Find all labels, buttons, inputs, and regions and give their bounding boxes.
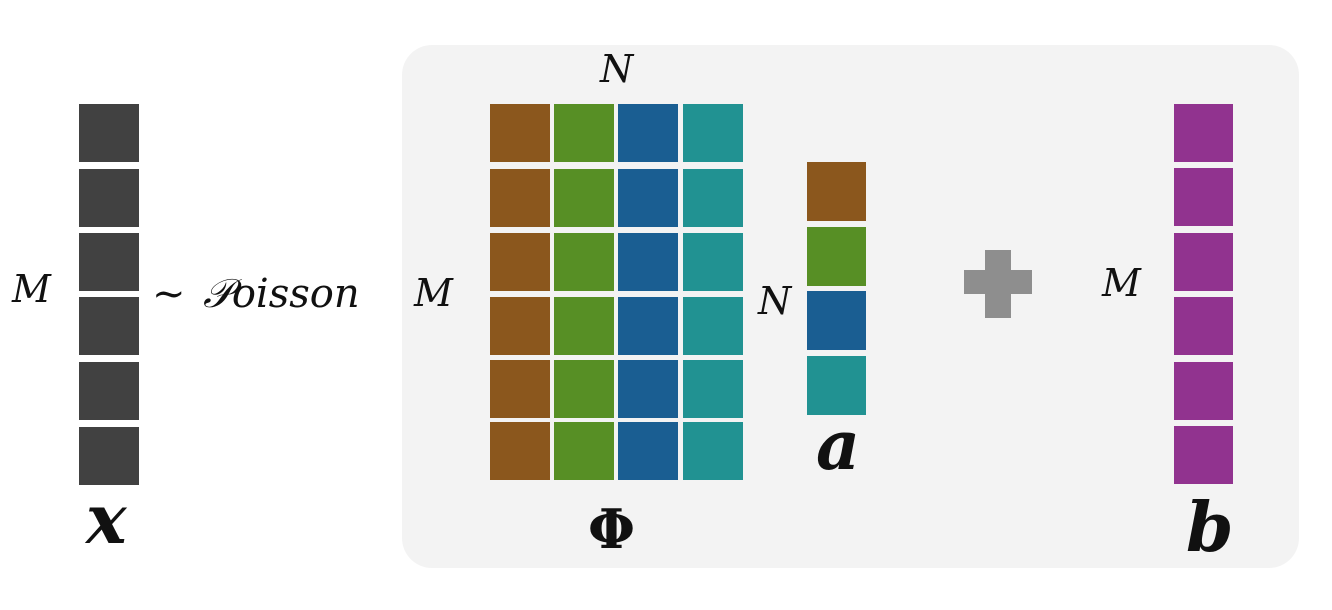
b-vector-cell — [1174, 104, 1233, 162]
x-vector-cell — [79, 427, 139, 485]
a-vector-cell — [807, 227, 866, 286]
phi-matrix-cell — [554, 297, 614, 355]
b-vector-cell — [1174, 297, 1233, 355]
x-vector-cell — [79, 297, 139, 355]
phi-matrix-cell — [490, 360, 550, 418]
phi-matrix-cell — [490, 233, 550, 291]
a-dim-label: N — [758, 279, 792, 323]
x-vector-cell — [79, 362, 139, 420]
phi-matrix-cell — [618, 422, 678, 480]
x-vector-cell — [79, 169, 139, 227]
phi-matrix-cell — [554, 422, 614, 480]
poisson-label: 𝒫oisson — [203, 271, 360, 317]
b-vector-cell — [1174, 168, 1233, 226]
phi-matrix-cell — [618, 169, 678, 227]
phi-matrix-cell — [490, 104, 550, 162]
phi-matrix-cell — [618, 297, 678, 355]
a-vector-cell — [807, 356, 866, 415]
phi-matrix-cell — [618, 233, 678, 291]
phi-matrix-cell — [683, 104, 743, 162]
phi-matrix-cell — [554, 360, 614, 418]
phi-matrix-cell — [618, 104, 678, 162]
phi-matrix-cell — [554, 169, 614, 227]
b-vector-cell — [1174, 426, 1233, 484]
b-vector-cell — [1174, 362, 1233, 420]
phi-matrix-cell — [683, 297, 743, 355]
b-dim-label: M — [1102, 261, 1141, 305]
a-symbol: a — [816, 406, 861, 486]
x-dim-label: M — [12, 267, 51, 311]
x-vector-cell — [79, 233, 139, 291]
phi-matrix-cell — [554, 104, 614, 162]
phi-matrix-cell — [683, 169, 743, 227]
phi-cols-dim-label: N — [600, 47, 634, 91]
phi-matrix-cell — [683, 233, 743, 291]
x-vector-cell — [79, 104, 139, 162]
b-vector-cell — [1174, 233, 1233, 291]
tilde-symbol: ~ — [152, 271, 186, 317]
x-symbol: x — [86, 480, 127, 560]
phi-matrix-cell — [490, 422, 550, 480]
phi-matrix-cell — [490, 169, 550, 227]
phi-matrix-cell — [683, 422, 743, 480]
phi-matrix-cell — [554, 233, 614, 291]
phi-symbol: Φ — [588, 497, 636, 561]
a-vector-cell — [807, 291, 866, 350]
phi-matrix-cell — [490, 297, 550, 355]
b-symbol: b — [1186, 488, 1234, 568]
a-vector-cell — [807, 162, 866, 221]
phi-matrix-cell — [683, 360, 743, 418]
phi-matrix-cell — [618, 360, 678, 418]
phi-rows-dim-label: M — [414, 271, 453, 315]
